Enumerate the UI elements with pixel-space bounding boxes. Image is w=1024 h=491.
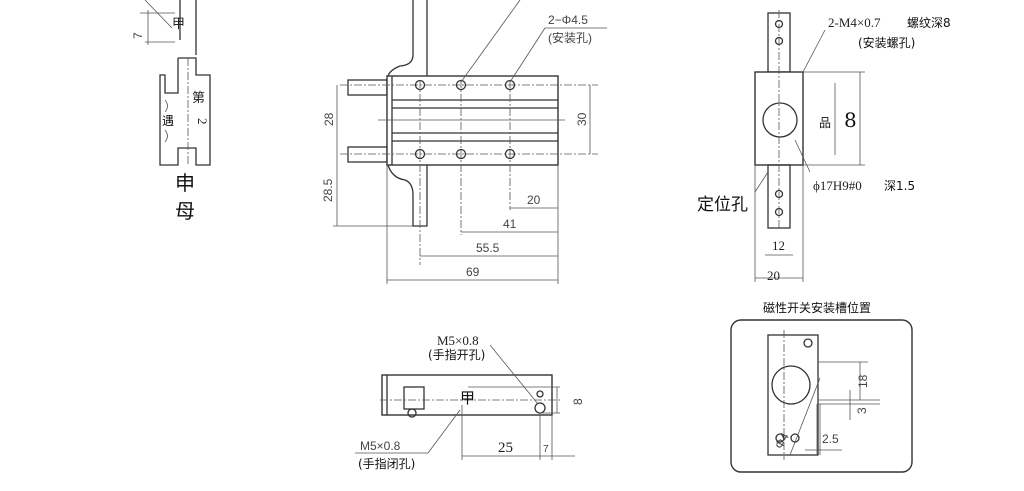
dim-8: 8 xyxy=(571,398,585,405)
dim-41: 41 xyxy=(503,217,517,231)
dim-30: 30 xyxy=(575,112,589,126)
switch-slot-view: 磁性开关安装槽位置 18 3 2.5 Φ4 xyxy=(730,300,913,473)
thread-label: 2-M4×0.7 xyxy=(828,15,881,30)
dim-12: 12 xyxy=(772,238,785,253)
char-pin: 品 xyxy=(819,116,831,130)
char-jia: 甲 xyxy=(172,16,185,31)
dim-28: 28 xyxy=(322,112,336,126)
char-shen: 申 xyxy=(175,171,195,195)
locating-hole-label: 定位孔 xyxy=(697,195,748,215)
thread-note: (安装螺孔) xyxy=(858,35,915,50)
dim-20: 20 xyxy=(527,193,541,207)
bore-depth: 深1.5 xyxy=(884,179,915,193)
char-2: 2 xyxy=(195,118,210,125)
char-jia: 甲 xyxy=(460,389,475,407)
dim-25: 25 xyxy=(498,440,513,456)
side-view: 2-M4×0.7 螺纹深8 (安装螺孔) 品 8 ϕ17H9#0 深1.5 定位… xyxy=(697,10,951,283)
top-view: M5×0.8 (手指开孔) 甲 8 M5×0.8 (手指闭孔) 25 7 xyxy=(355,333,585,471)
hole-label: 2−Φ4.5 xyxy=(548,13,588,27)
dim-3: 3 xyxy=(855,407,869,414)
open-hole-label: M5×0.8 xyxy=(437,333,479,348)
dim-2-5: 2.5 xyxy=(822,432,839,446)
char-yu: 遇 xyxy=(162,114,174,128)
hole-note: (安装孔) xyxy=(548,30,592,45)
dim-20: 20 xyxy=(767,268,780,283)
mounting-holes xyxy=(414,79,516,160)
thread-depth: 螺纹深8 xyxy=(907,16,951,30)
char-di: 第 xyxy=(192,90,205,105)
char-mu: 母 xyxy=(175,199,195,223)
left-strip-view: 7 甲 第 遇 2 申 母 xyxy=(131,0,211,223)
dim-7: 7 xyxy=(131,32,145,39)
dim-7: 7 xyxy=(543,444,549,455)
dim-69: 69 xyxy=(466,265,480,279)
close-hole-note: (手指闭孔) xyxy=(358,456,415,471)
front-view: 2−Φ4.5 (安装孔) 28 28.5 30 20 41 55.5 69 xyxy=(321,0,607,284)
dim-8: 8 xyxy=(844,108,857,132)
close-hole-label: M5×0.8 xyxy=(360,439,401,453)
dim-28-5: 28.5 xyxy=(321,178,335,202)
dim-18: 18 xyxy=(856,374,870,388)
open-hole-note: (手指开孔) xyxy=(428,347,485,362)
dim-55-5: 55.5 xyxy=(476,241,500,255)
switch-slot-title: 磁性开关安装槽位置 xyxy=(763,300,871,315)
bore-label: ϕ17H9#0 xyxy=(813,178,862,193)
